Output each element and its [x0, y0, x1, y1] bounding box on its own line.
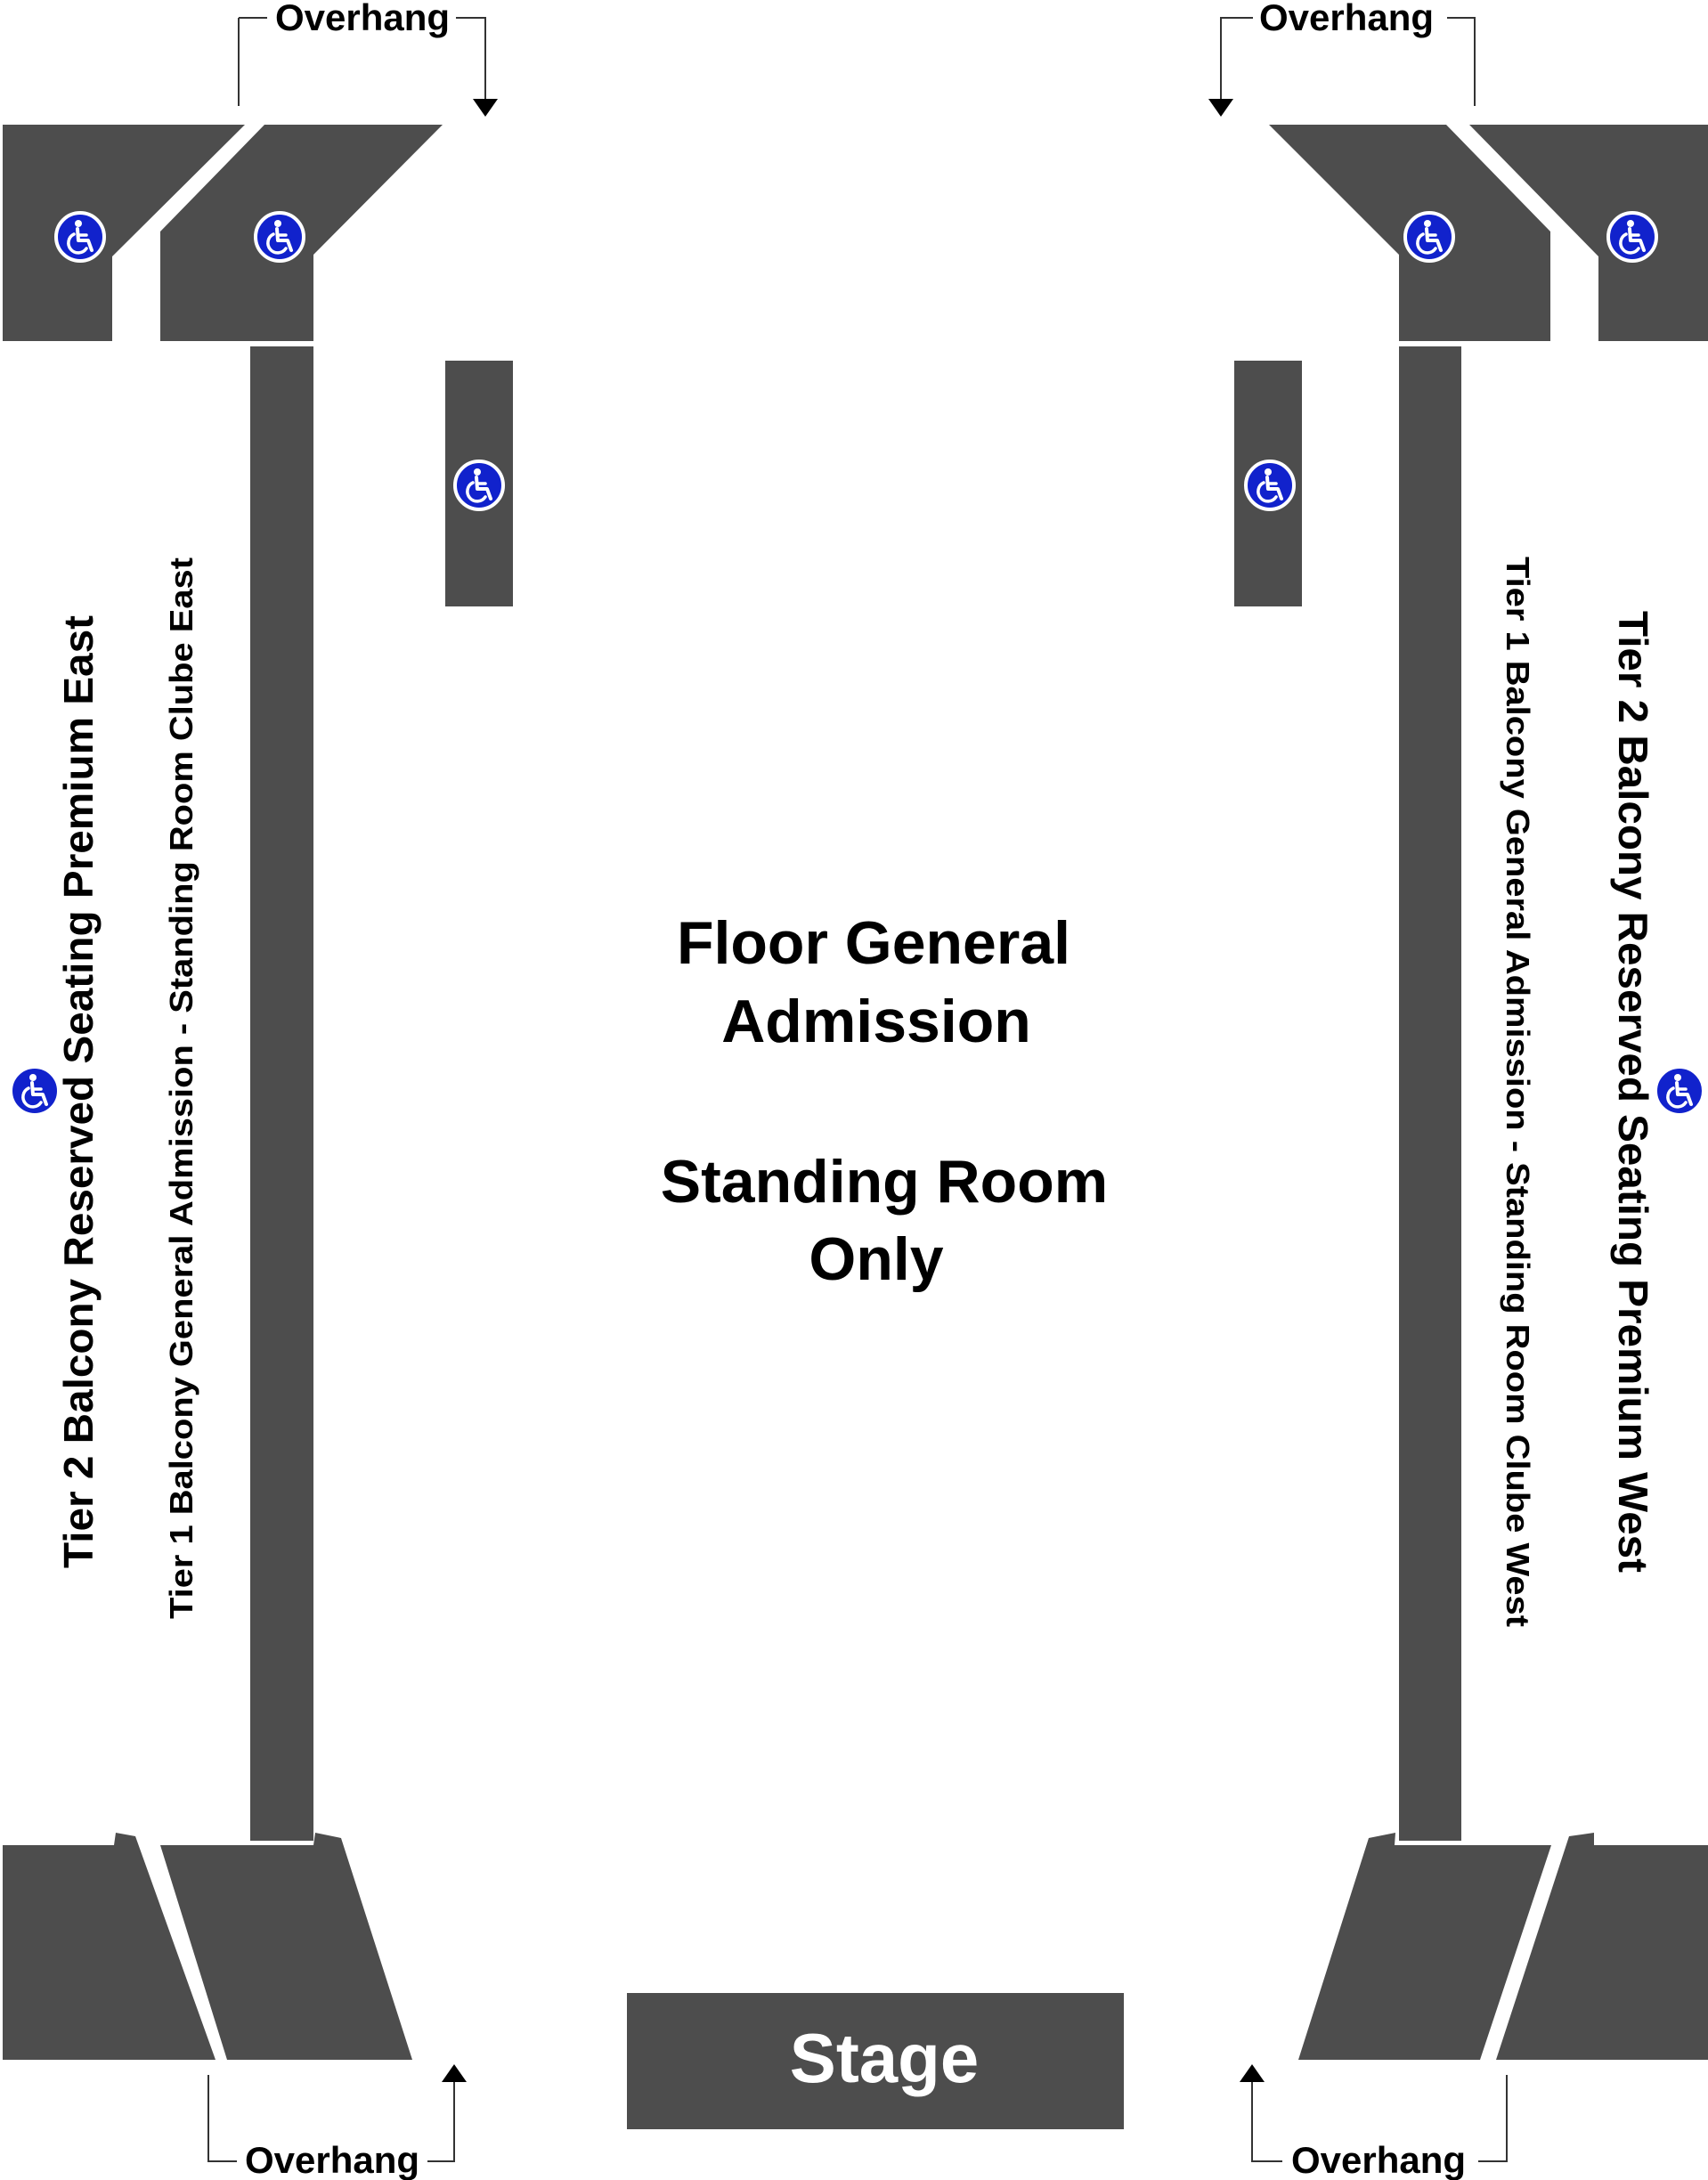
floor-label-line2: Admission	[721, 988, 1031, 1055]
section-west-tier1-bottom[interactable]	[1298, 1833, 1551, 2060]
stage[interactable]	[627, 1993, 1124, 2129]
west-tier1-label: Tier 1 Balcony General Admission - Stand…	[1500, 557, 1536, 1627]
overhang-label: Overhang	[1291, 2139, 1466, 2180]
overhang-label: Overhang	[275, 0, 450, 38]
west-tier2-label: Tier 2 Balcony Reserved Seating Premium …	[1610, 611, 1656, 1573]
wheelchair-icon	[254, 211, 305, 263]
overhang-callout-bottom-left: Overhang	[207, 2064, 467, 2180]
section-west-tier1-strip[interactable]	[1399, 346, 1461, 1841]
wheelchair-icon	[453, 460, 505, 511]
overhang-label: Overhang	[245, 2139, 419, 2180]
section-west-tier2-bottom[interactable]	[1496, 1833, 1708, 2060]
floor-general-admission[interactable]: Floor General Admission Standing Room On…	[661, 909, 1108, 1293]
floor-label-line3: Standing Room	[661, 1148, 1108, 1216]
wheelchair-icon	[9, 1065, 61, 1117]
wheelchair-icon	[1606, 211, 1658, 263]
overhang-callout-top-left: Overhang	[238, 0, 498, 117]
section-east-tier1-strip[interactable]	[250, 346, 313, 1841]
wheelchair-icon	[1654, 1065, 1705, 1117]
overhang-label: Overhang	[1259, 0, 1434, 38]
section-east-tier2-top[interactable]	[3, 125, 245, 341]
section-west-tier2-top[interactable]	[1469, 125, 1708, 341]
floor-label-line4: Only	[809, 1225, 943, 1293]
wheelchair-icon	[1244, 460, 1296, 511]
wheelchair-icon	[54, 211, 106, 263]
east-tier2-label: Tier 2 Balcony Reserved Seating Premium …	[55, 615, 102, 1568]
east-tier1-label: Tier 1 Balcony General Admission - Stand…	[163, 557, 199, 1619]
overhang-callout-top-right: Overhang	[1208, 0, 1476, 117]
floor-label-line1: Floor General	[677, 909, 1070, 977]
stage-label: Stage	[790, 2019, 979, 2097]
wheelchair-icon	[1403, 211, 1455, 263]
section-east-tier2-bottom[interactable]	[3, 1833, 216, 2060]
section-east-tier1-bottom[interactable]	[160, 1833, 412, 2060]
overhang-callout-bottom-right: Overhang	[1240, 2064, 1508, 2180]
